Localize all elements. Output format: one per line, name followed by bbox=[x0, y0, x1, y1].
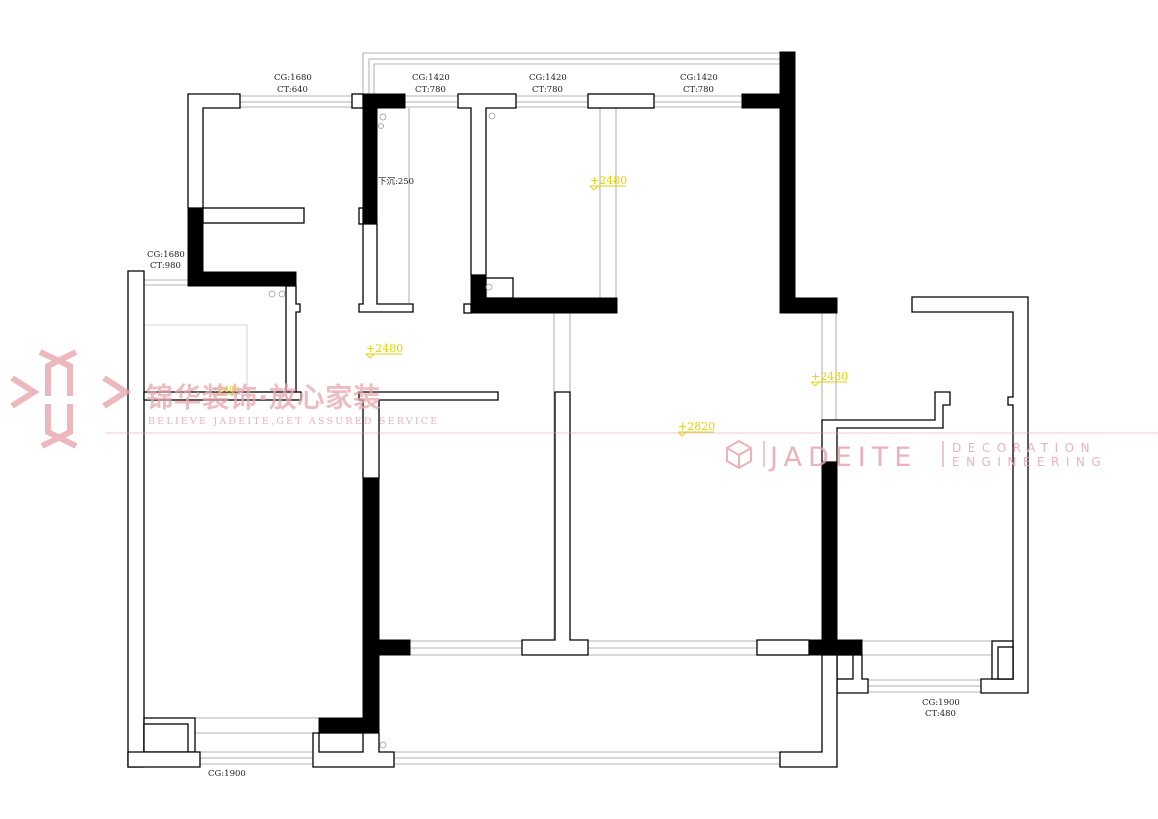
structural-walls bbox=[187, 51, 863, 734]
window-dimension-labels: CG:1680 CT:640 CG:1420 CT:780 CG:1420 CT… bbox=[147, 73, 960, 779]
elevation-4: +2820 bbox=[678, 420, 715, 433]
watermark: 锦华装饰·放心家装 BELIEVE JADEITE,GET ASSURED SE… bbox=[10, 349, 1158, 473]
window-label-2-ct: CT:780 bbox=[415, 85, 446, 95]
elevation-markers: +2480 +2480 +2480 +2820 +2480 bbox=[212, 174, 848, 437]
watermark-sub-line2: ENGINEERING bbox=[952, 455, 1107, 469]
window-label-6-cg: CG:1900 bbox=[922, 698, 960, 708]
elevation-5: +2480 bbox=[212, 385, 239, 394]
window-label-3-cg: CG:1420 bbox=[529, 73, 567, 83]
watermark-brand: JADEITE bbox=[768, 442, 917, 473]
window-label-2-cg: CG:1420 bbox=[412, 73, 450, 83]
window-label-1-ct: CT:640 bbox=[277, 85, 308, 95]
watermark-sub-line1: DECORATION bbox=[952, 441, 1096, 455]
window-label-5-ct: CT:980 bbox=[150, 261, 181, 271]
watermark-logo-icon bbox=[10, 349, 132, 449]
window-label-4-cg: CG:1420 bbox=[680, 73, 718, 83]
watermark-slogan: BELIEVE JADEITE,GET ASSURED SERVICE bbox=[148, 416, 439, 427]
watermark-brand-mark-icon bbox=[726, 439, 752, 470]
window-label-3-ct: CT:780 bbox=[532, 85, 563, 95]
watermark-company-name: 锦华装饰·放心家装 bbox=[146, 382, 381, 414]
window-label-7-cg: CG:1900 bbox=[208, 769, 246, 779]
partition-walls bbox=[127, 93, 1029, 768]
window-label-5-cg: CG:1680 bbox=[147, 250, 185, 260]
elevation-3: +2480 bbox=[811, 370, 848, 383]
window-label-6-ct: CT:480 bbox=[925, 709, 956, 719]
pipe-fixtures bbox=[268, 112, 496, 749]
elevation-2: +2480 bbox=[366, 342, 403, 355]
window-label-1-cg: CG:1680 bbox=[274, 73, 312, 83]
window-label-4-ct: CT:780 bbox=[683, 85, 714, 95]
sink-note: 下沉:250 bbox=[378, 177, 414, 187]
elevation-1: +2480 bbox=[590, 174, 627, 187]
window-lines bbox=[144, 52, 992, 765]
